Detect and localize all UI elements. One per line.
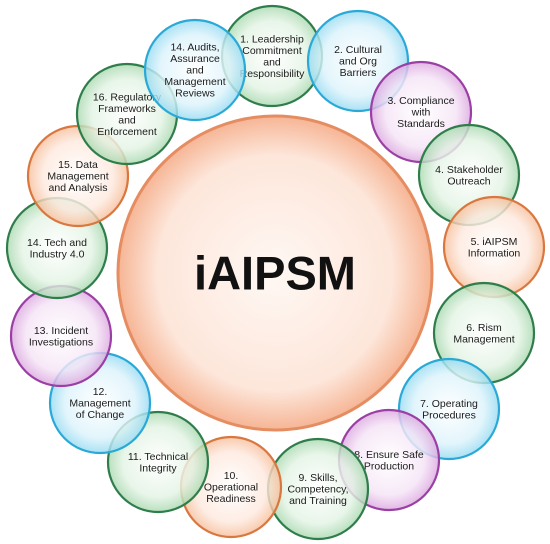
element-label-line: and Analysis xyxy=(49,182,108,194)
element-label-line: Procedures xyxy=(422,409,476,421)
element-label-line: of Change xyxy=(76,409,125,421)
element-label-line: Production xyxy=(364,460,414,472)
element-label-line: 5. iAIPSM xyxy=(471,236,518,248)
element-label-line: Integrity xyxy=(139,462,177,474)
element-label-line: Information xyxy=(468,247,521,259)
element-label-line: Management xyxy=(164,76,225,88)
element-label-line: Industry 4.0 xyxy=(30,248,85,260)
center-hub: iAIPSM xyxy=(116,114,434,432)
element-label-line: 8. Ensure Safe xyxy=(354,449,424,461)
element-label-line: 3. Compliance xyxy=(387,95,454,107)
element-label-line: and xyxy=(263,56,281,68)
element-label-line: Readiness xyxy=(206,493,256,505)
element-label-line: 10. xyxy=(224,470,239,482)
element-label-line: and xyxy=(186,65,204,77)
element-label-line: Outreach xyxy=(447,175,490,187)
element-label-line: 13. Incident xyxy=(34,325,88,337)
element-label-line: Operational xyxy=(204,482,258,494)
element-label-line: Commitment xyxy=(242,45,302,57)
element-label-line: Management xyxy=(47,171,108,183)
element-label-line: 7. Operating xyxy=(420,398,478,410)
center-circle xyxy=(116,114,434,432)
element-label-line: Reviews xyxy=(175,88,215,100)
element-label-line: 14. Audits, xyxy=(170,42,219,54)
element-label-line: 9. Skills, xyxy=(298,472,337,484)
element-label-line: 16. Regulatory xyxy=(93,91,162,103)
element-label-line: Assurance xyxy=(170,53,220,65)
element-label-line: and Training xyxy=(289,495,347,507)
element-label-line: and xyxy=(118,114,136,126)
element-label-line: 6. Rism xyxy=(466,322,502,334)
element-label-line: Competency, xyxy=(287,484,348,496)
element-label-line: with xyxy=(411,107,431,119)
element-label-line: 2. Cultural xyxy=(334,44,382,56)
element-label-line: Barriers xyxy=(340,67,377,79)
center-title: iAIPSM xyxy=(194,247,356,300)
element-label-line: 15. Data xyxy=(58,159,98,171)
element-label-line: 4. Stakeholder xyxy=(435,164,503,176)
element-label-line: Frameworks xyxy=(98,103,156,115)
element-label-line: 11. Technical xyxy=(128,451,188,463)
element-label-line: Responsibility xyxy=(240,68,306,80)
element-label-line: and Org xyxy=(339,56,377,68)
element-label-line: Enforcement xyxy=(97,126,157,138)
element-label-line: Management xyxy=(453,333,514,345)
element-label-line: Management xyxy=(69,398,130,410)
element-circle xyxy=(143,18,247,122)
element-node-9: 9. Skills,Competency,and Training xyxy=(266,437,370,541)
element-label-line: 1. Leadership xyxy=(240,33,304,45)
element-label-line: Investigations xyxy=(29,336,93,348)
element-label-line: 12. xyxy=(93,386,108,398)
element-label: 9. Skills,Competency,and Training xyxy=(287,472,348,507)
element-label-line: 14. Tech and xyxy=(27,237,87,249)
element-label-line: Standards xyxy=(397,118,445,130)
